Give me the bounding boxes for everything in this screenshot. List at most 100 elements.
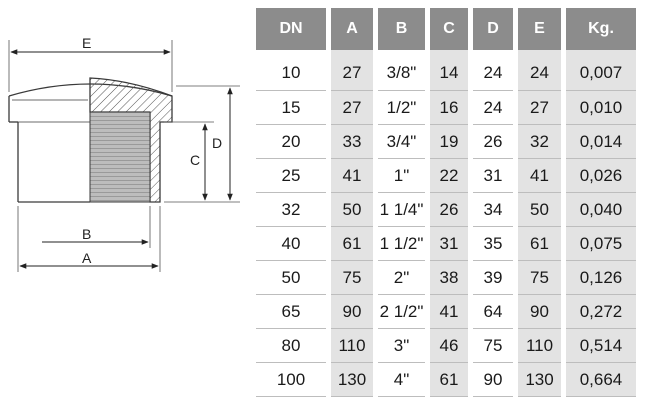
cell-b: 4" (378, 363, 425, 397)
cell-c: 14 (430, 50, 468, 91)
cell-kg: 0,040 (566, 193, 636, 227)
cell-e: 32 (518, 125, 561, 159)
cell-c: 26 (430, 193, 468, 227)
cell-c: 22 (430, 159, 468, 193)
dimension-a: A (17, 206, 161, 272)
cell-dn: 25 (256, 159, 326, 193)
cell-b: 2" (378, 261, 425, 295)
header-c: C (430, 8, 468, 50)
cell-kg: 0,007 (566, 50, 636, 91)
dimension-b: B (42, 206, 151, 248)
cell-b: 3" (378, 329, 425, 363)
cell-dn: 100 (256, 363, 326, 397)
cell-c: 16 (430, 91, 468, 125)
cell-b: 3/4" (378, 125, 425, 159)
cell-e: 61 (518, 227, 561, 261)
cell-a: 90 (331, 295, 373, 329)
cell-a: 41 (331, 159, 373, 193)
cell-e: 75 (518, 261, 561, 295)
cell-a: 61 (331, 227, 373, 261)
cell-e: 27 (518, 91, 561, 125)
dimension-c: C (164, 121, 214, 201)
cell-d: 26 (473, 125, 513, 159)
technical-drawing: E D C B A (8, 35, 240, 272)
cell-kg: 0,026 (566, 159, 636, 193)
cell-d: 34 (473, 193, 513, 227)
cell-kg: 0,010 (566, 91, 636, 125)
cell-e: 90 (518, 295, 561, 329)
section-hatch (89, 77, 173, 203)
cell-dn: 40 (256, 227, 326, 261)
cell-kg: 0,014 (566, 125, 636, 159)
cell-dn: 32 (256, 193, 326, 227)
cell-b: 2 1/2" (378, 295, 425, 329)
cell-kg: 0,075 (566, 227, 636, 261)
cell-d: 24 (473, 91, 513, 125)
cell-b: 1/2" (378, 91, 425, 125)
cell-c: 46 (430, 329, 468, 363)
cell-a: 33 (331, 125, 373, 159)
header-kg: Kg. (566, 8, 636, 50)
cell-e: 24 (518, 50, 561, 91)
cell-dn: 50 (256, 261, 326, 295)
cell-e: 41 (518, 159, 561, 193)
cell-kg: 0,664 (566, 363, 636, 397)
cell-a: 27 (331, 91, 373, 125)
cell-c: 19 (430, 125, 468, 159)
cell-d: 90 (473, 363, 513, 397)
header-b: B (378, 8, 425, 50)
cell-d: 39 (473, 261, 513, 295)
cell-kg: 0,126 (566, 261, 636, 295)
label-d: D (212, 135, 222, 151)
cell-dn: 20 (256, 125, 326, 159)
cell-dn: 10 (256, 50, 326, 91)
cell-d: 31 (473, 159, 513, 193)
cell-b: 3/8" (378, 50, 425, 91)
cell-kg: 0,272 (566, 295, 636, 329)
cell-c: 61 (430, 363, 468, 397)
header-a: A (331, 8, 373, 50)
label-e: E (82, 35, 91, 51)
cell-d: 24 (473, 50, 513, 91)
label-a: A (82, 250, 92, 266)
cell-d: 75 (473, 329, 513, 363)
thread-area (89, 111, 151, 203)
cell-a: 110 (331, 329, 373, 363)
cell-b: 1 1/2" (378, 227, 425, 261)
cell-a: 130 (331, 363, 373, 397)
cell-c: 41 (430, 295, 468, 329)
cell-c: 31 (430, 227, 468, 261)
header-d: D (473, 8, 513, 50)
table-header-row: DN A B C D E Kg. (256, 8, 636, 50)
cell-e: 110 (518, 329, 561, 363)
cell-c: 38 (430, 261, 468, 295)
cell-a: 27 (331, 50, 373, 91)
cell-a: 75 (331, 261, 373, 295)
cell-kg: 0,514 (566, 329, 636, 363)
cell-dn: 15 (256, 91, 326, 125)
cell-b: 1" (378, 159, 425, 193)
dimension-e: E (8, 35, 173, 92)
label-b: B (82, 226, 91, 242)
cell-d: 35 (473, 227, 513, 261)
header-dn: DN (256, 8, 326, 50)
dimension-d: D (164, 85, 240, 203)
cell-e: 50 (518, 193, 561, 227)
cell-dn: 65 (256, 295, 326, 329)
label-c: C (190, 152, 200, 168)
cell-e: 130 (518, 363, 561, 397)
cell-a: 50 (331, 193, 373, 227)
cell-b: 1 1/4" (378, 193, 425, 227)
